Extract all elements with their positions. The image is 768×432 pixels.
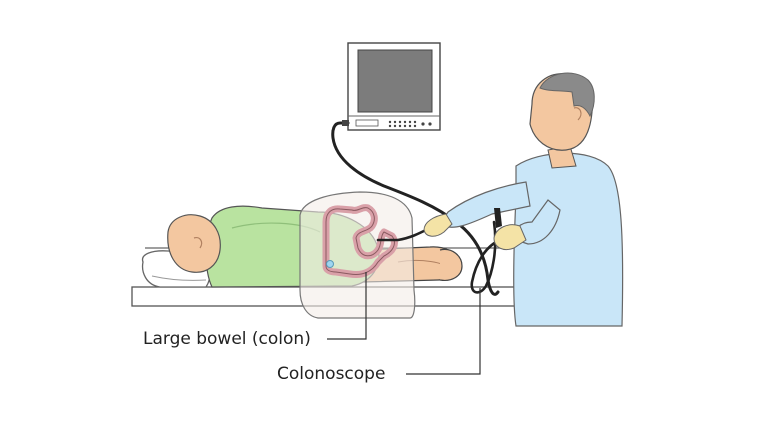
doctor	[423, 72, 624, 327]
colon-leader-line	[327, 272, 367, 340]
doctor-hand-right	[493, 224, 527, 251]
scope-tip-icon	[326, 260, 334, 268]
colonoscope-label: Colonoscope	[277, 364, 386, 384]
patient-foot	[439, 248, 463, 281]
doctor-ear-icon	[573, 107, 582, 121]
monitor-buttons	[388, 120, 432, 128]
patient-ear-icon	[193, 237, 203, 249]
patient-head	[167, 214, 221, 273]
cable-connector	[342, 120, 349, 126]
monitor-screen	[357, 49, 433, 113]
colonoscope-leader-line	[406, 288, 481, 375]
doctor-hair	[539, 72, 595, 118]
doctor-hand-left	[423, 213, 453, 237]
video-monitor	[347, 42, 441, 131]
pillow-shadow	[151, 275, 207, 281]
colonoscope-control-head	[494, 208, 502, 228]
large-bowel-label: Large bowel (colon)	[143, 329, 311, 349]
